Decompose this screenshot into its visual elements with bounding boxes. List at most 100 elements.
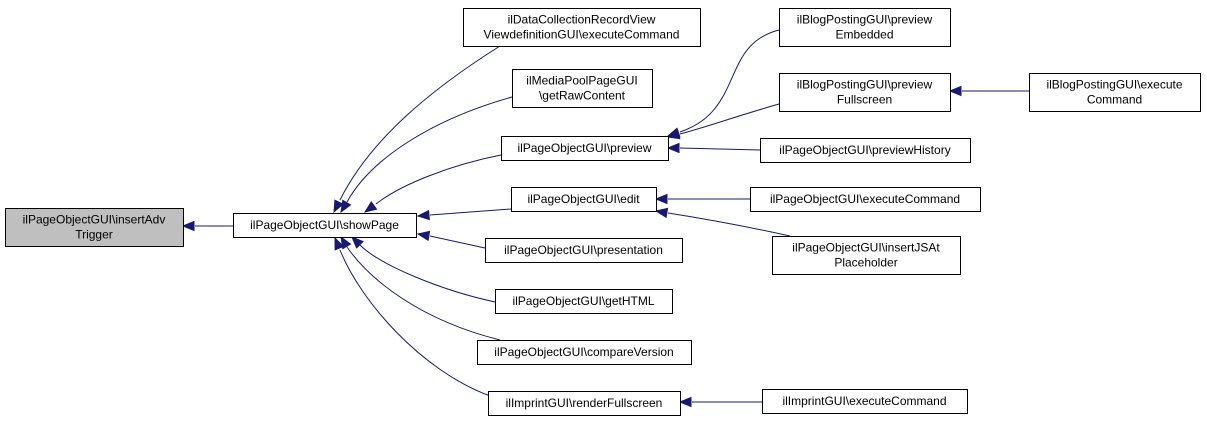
edge-n4-to-n1	[363, 154, 502, 213]
edge-n8-to-n1	[340, 235, 501, 341]
node-box[interactable]	[1029, 73, 1201, 112]
edge-n3-to-n1	[340, 96, 513, 214]
node-n8[interactable]: ilPageObjectGUI\compareVersion	[477, 340, 692, 365]
node-n15[interactable]: ilImprintGUI\executeCommand	[762, 389, 968, 414]
node-n7[interactable]: ilPageObjectGUI\getHTML	[495, 289, 673, 314]
edge-n16-to-n11	[948, 85, 1029, 97]
arrowhead-icon	[334, 236, 345, 251]
arrowhead-icon	[678, 396, 692, 408]
node-n12[interactable]: ilPageObjectGUI\previewHistory	[760, 138, 971, 163]
arrowhead-icon	[948, 85, 962, 97]
node-n3[interactable]: ilMediaPoolPageGUI\getRawContent	[512, 69, 653, 108]
arrowhead-icon	[181, 220, 195, 232]
node-label: ilPageObjectGUI\preview	[517, 141, 651, 155]
arrowhead-icon	[666, 129, 681, 140]
node-label: Fullscreen	[837, 93, 892, 107]
node-label: ilBlogPostingGUI\preview	[797, 78, 933, 92]
edge-n6-to-n1	[416, 230, 486, 249]
arrowhead-icon	[666, 142, 680, 154]
edge-line	[339, 249, 491, 397]
node-label: ilPageObjectGUI\insertAdv	[23, 213, 166, 227]
node-box[interactable]	[511, 187, 657, 212]
node-label: Command	[1087, 93, 1142, 107]
arrowhead-icon	[340, 199, 352, 214]
edge-n11-to-n4	[666, 103, 780, 140]
node-label: ilPageObjectGUI\getHTML	[512, 294, 654, 308]
edges-layer	[181, 29, 1029, 408]
node-box[interactable]	[5, 208, 184, 247]
node-box[interactable]	[485, 238, 683, 263]
node-n5[interactable]: ilPageObjectGUI\edit	[511, 187, 657, 212]
node-label: ilImprintGUI\renderFullscreen	[506, 396, 663, 410]
node-label: ilPageObjectGUI\compareVersion	[494, 345, 673, 359]
node-box[interactable]	[463, 8, 701, 47]
node-box[interactable]	[488, 391, 681, 416]
node-box[interactable]	[779, 73, 951, 112]
node-label: ilBlogPostingGUI\execute	[1046, 78, 1182, 92]
edge-n2-to-n1	[333, 45, 501, 214]
edge-line	[346, 96, 513, 203]
node-box[interactable]	[772, 236, 961, 275]
node-box[interactable]	[750, 187, 981, 212]
edge-n7-to-n1	[351, 236, 496, 303]
node-box[interactable]	[762, 389, 968, 414]
node-box[interactable]	[512, 69, 653, 108]
node-n13[interactable]: ilPageObjectGUI\executeCommand	[750, 187, 981, 212]
node-box[interactable]	[760, 138, 971, 163]
node-label: ilMediaPoolPageGUI	[526, 74, 637, 88]
edge-n1-to-n0	[181, 220, 233, 232]
edge-line	[429, 235, 486, 249]
node-label: ilBlogPostingGUI\preview	[797, 13, 933, 27]
node-label: ViewdefinitionGUI\executeCommand	[484, 28, 680, 42]
node-label: ilPageObjectGUI\showPage	[250, 218, 399, 232]
edge-line	[429, 208, 512, 216]
edge-n9-to-n1	[334, 236, 491, 397]
node-n9[interactable]: ilImprintGUI\renderFullscreen	[488, 391, 681, 416]
arrowhead-icon	[416, 230, 431, 242]
arrowhead-icon	[654, 193, 668, 205]
node-n2[interactable]: ilDataCollectionRecordViewViewdefinition…	[463, 8, 701, 47]
node-label: ilImprintGUI\executeCommand	[782, 394, 946, 408]
edge-n14-to-n5	[654, 207, 791, 237]
edge-line	[359, 244, 496, 303]
node-label: Embedded	[835, 28, 893, 42]
node-label: ilPageObjectGUI\edit	[527, 192, 640, 206]
node-label: ilPageObjectGUI\previewHistory	[779, 143, 950, 157]
edge-n12-to-n4	[666, 142, 761, 154]
edge-line	[667, 212, 791, 237]
node-n16[interactable]: ilBlogPostingGUI\executeCommand	[1029, 73, 1201, 112]
node-box[interactable]	[233, 213, 417, 238]
node-label: Trigger	[75, 228, 113, 242]
arrowhead-icon	[333, 199, 344, 214]
node-label: ilDataCollectionRecordView	[508, 13, 656, 27]
node-n6[interactable]: ilPageObjectGUI\presentation	[485, 238, 683, 263]
node-label: Placeholder	[834, 256, 897, 270]
node-n4[interactable]: ilPageObjectGUI\preview	[501, 136, 669, 161]
edge-line	[679, 103, 780, 135]
edge-n13-to-n5	[654, 193, 750, 205]
nodes-layer: ilPageObjectGUI\insertAdvTriggerilPageOb…	[5, 8, 1201, 416]
node-box[interactable]	[495, 289, 673, 314]
node-box[interactable]	[501, 136, 669, 161]
node-box[interactable]	[477, 340, 692, 365]
arrowhead-icon	[351, 236, 364, 249]
arrowhead-icon	[654, 207, 669, 219]
edge-line	[375, 154, 502, 205]
node-box[interactable]	[779, 8, 951, 47]
arrowhead-icon	[363, 200, 378, 213]
node-n1[interactable]: ilPageObjectGUI\showPage	[233, 213, 417, 238]
edge-line	[679, 29, 780, 133]
edge-n5-to-n1	[416, 208, 512, 221]
node-label: ilPageObjectGUI\insertJSAt	[792, 241, 940, 255]
node-label: ilPageObjectGUI\executeCommand	[770, 192, 960, 206]
node-label: ilPageObjectGUI\presentation	[504, 243, 663, 257]
node-label: \getRawContent	[539, 89, 626, 103]
edge-n15-to-n9	[678, 396, 762, 408]
edge-line	[339, 45, 501, 201]
edge-line	[346, 246, 501, 341]
